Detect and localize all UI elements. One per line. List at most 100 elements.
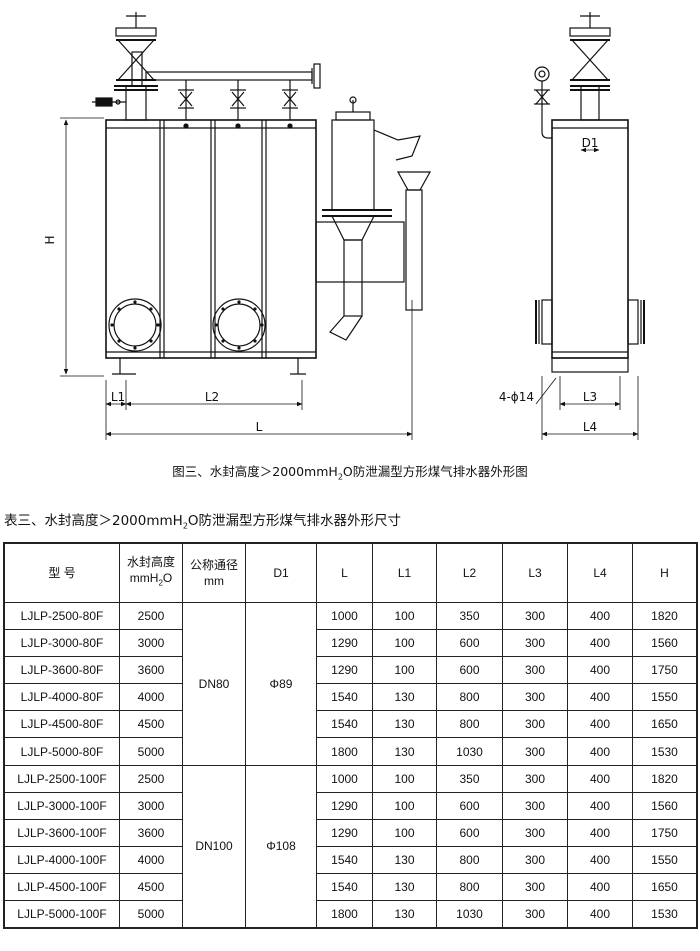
cell-l1: 100 [372, 656, 437, 685]
cell-seal-height: 3000 [119, 629, 183, 658]
header-seal-unit: mmH [129, 571, 159, 586]
cell-l1: 100 [372, 818, 437, 847]
dim-l3-label: L3 [583, 390, 597, 404]
header-seal-unit-suffix: O [162, 571, 173, 586]
cell-l3: 300 [502, 683, 568, 712]
header-dn-line2: mm [204, 574, 224, 588]
cell-model: LJLP-5000-100F [4, 900, 120, 929]
header-model: 型 号 [4, 543, 120, 603]
cell-h: 1650 [632, 710, 697, 739]
table-title-sub: 2 [182, 521, 188, 531]
valve-1 [178, 80, 194, 129]
cell-h: 1560 [632, 629, 697, 658]
cell-h: 1820 [632, 764, 697, 793]
cell-nominal-diameter: DN100 [182, 764, 246, 929]
cell-l: 1290 [316, 629, 373, 658]
caption-suffix: O防泄漏型方形煤气排水器外形图 [342, 464, 528, 479]
cell-l2: 600 [436, 656, 503, 685]
cell-model: LJLP-4000-80F [4, 683, 120, 712]
cell-seal-height: 4500 [119, 710, 183, 739]
cell-l3: 300 [502, 872, 568, 902]
table-title-suffix: O防泄漏型方形煤气排水器外形尺寸 [187, 513, 402, 529]
side-view [534, 12, 645, 373]
dim-h-label: H [43, 235, 57, 244]
header-l1: L1 [372, 543, 437, 603]
header-l: L [316, 543, 373, 603]
header-l4: L4 [567, 543, 633, 603]
cell-model: LJLP-5000-80F [4, 737, 120, 766]
dim-d1-label: D1 [582, 136, 599, 150]
cell-l1: 130 [372, 900, 437, 929]
cell-model: LJLP-2500-100F [4, 764, 120, 793]
dim-l1-label: L1 [111, 390, 125, 404]
cell-l3: 300 [502, 601, 568, 631]
cell-l4: 400 [567, 845, 633, 874]
cell-l2: 800 [436, 845, 503, 874]
cell-d1: Φ108 [245, 764, 317, 929]
header-seal-unit-sub: 2 [158, 578, 163, 588]
cell-l4: 400 [567, 629, 633, 658]
cell-l4: 400 [567, 818, 633, 847]
cell-l4: 400 [567, 764, 633, 793]
cell-l4: 400 [567, 683, 633, 712]
cell-model: LJLP-3000-80F [4, 629, 120, 658]
cell-l1: 130 [372, 845, 437, 874]
cell-l4: 400 [567, 900, 633, 929]
cell-l3: 300 [502, 900, 568, 929]
cell-model: LJLP-3600-100F [4, 818, 120, 847]
cell-model: LJLP-4500-100F [4, 872, 120, 902]
cell-l1: 100 [372, 629, 437, 658]
cell-model: LJLP-4000-100F [4, 845, 120, 874]
cell-l3: 300 [502, 818, 568, 847]
cell-model: LJLP-3600-80F [4, 656, 120, 685]
header-l2: L2 [436, 543, 503, 603]
side-dimensions [535, 147, 639, 440]
cell-model: LJLP-2500-80F [4, 601, 120, 631]
cell-l4: 400 [567, 872, 633, 902]
cell-seal-height: 4000 [119, 683, 183, 712]
cell-h: 1550 [632, 845, 697, 874]
cell-l2: 600 [436, 818, 503, 847]
cell-l3: 300 [502, 737, 568, 766]
cell-h: 1550 [632, 683, 697, 712]
cell-h: 1820 [632, 601, 697, 631]
cell-l3: 300 [502, 629, 568, 658]
cell-l: 1290 [316, 818, 373, 847]
header-dn-line1: 公称通径 [189, 558, 238, 572]
dim-l-label: L [256, 420, 263, 434]
cell-l4: 400 [567, 791, 633, 820]
cell-l2: 350 [436, 601, 503, 631]
caption-sub: 2 [337, 472, 343, 482]
header-d1: D1 [245, 543, 317, 603]
cell-l: 1800 [316, 900, 373, 929]
cell-l: 1540 [316, 710, 373, 739]
dim-holes-label: 4-ϕ14 [499, 390, 534, 404]
dim-l4-label: L4 [583, 420, 597, 434]
cell-h: 1530 [632, 737, 697, 766]
front-dimensions [60, 117, 413, 440]
cell-l2: 350 [436, 764, 503, 793]
cell-l3: 300 [502, 791, 568, 820]
cell-d1: Φ89 [245, 602, 317, 766]
cell-h: 1560 [632, 791, 697, 820]
cell-l1: 130 [372, 872, 437, 902]
cell-l1: 100 [372, 601, 437, 631]
cell-l2: 800 [436, 710, 503, 739]
front-view [92, 12, 432, 375]
cell-l4: 400 [567, 710, 633, 739]
cell-seal-height: 2500 [119, 764, 183, 793]
dim-l2-label: L2 [205, 390, 219, 404]
cell-model: LJLP-4500-80F [4, 710, 120, 739]
cell-l: 1000 [316, 764, 373, 793]
cell-l: 1540 [316, 872, 373, 902]
cell-l1: 130 [372, 683, 437, 712]
